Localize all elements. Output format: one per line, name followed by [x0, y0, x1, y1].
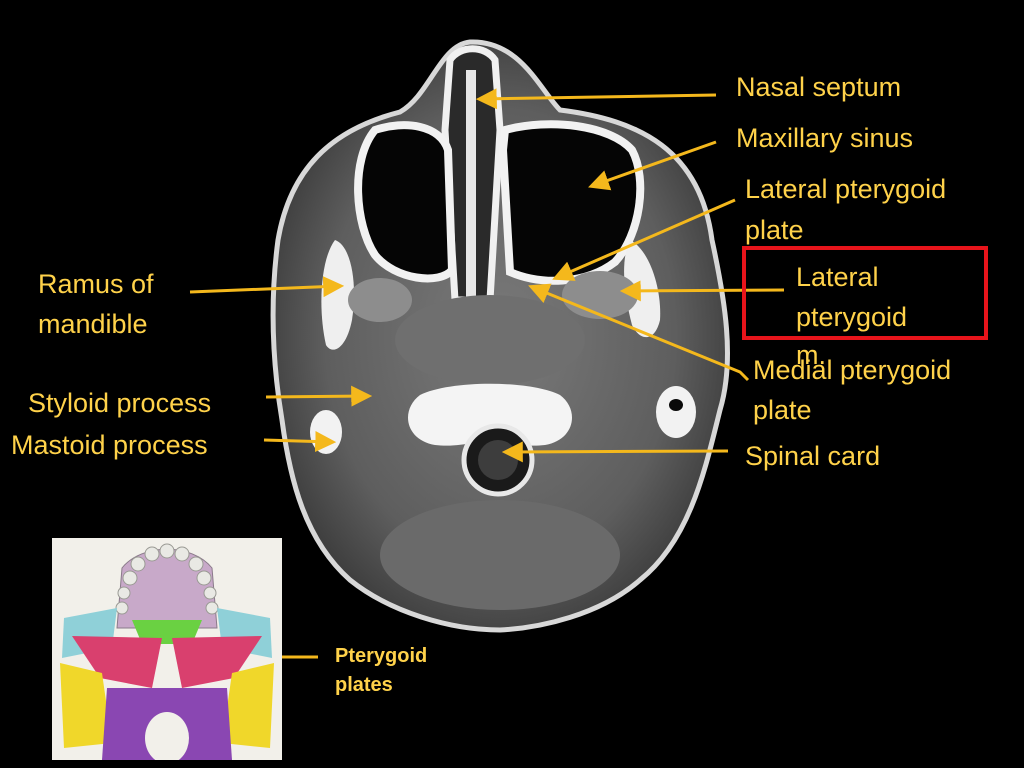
teeth — [115, 543, 219, 615]
arrow-lateral-pterygoid-plate — [552, 198, 736, 281]
mandible-ramus-right — [624, 240, 661, 338]
lateral-pterygoid-muscle-right — [562, 271, 638, 319]
label-medial-pterygoid-plate-line1: Medial pterygoid — [753, 355, 952, 385]
label-lateral-pterygoid-m-line3: m. — [796, 340, 826, 370]
posterior-fossa — [380, 500, 620, 610]
label-medial-pterygoid-plate-line2: plate — [753, 395, 812, 425]
mastoid-right — [656, 386, 696, 438]
skull-base-drawing — [60, 543, 274, 760]
temporal-left — [60, 663, 112, 748]
arrow-mastoid — [263, 431, 337, 453]
label-lateral-pterygoid-m-line1: Lateral — [796, 262, 879, 292]
label-lateral-pterygoid-plate-line1: Lateral pterygoid — [745, 174, 947, 204]
leader-lines — [189, 88, 785, 668]
arrow-medial-pterygoid-plate — [528, 283, 750, 382]
label-lateral-pterygoid-plate-line2: plate — [745, 215, 804, 245]
label-pterygoid-plates-line1: Pterygoid — [335, 645, 428, 667]
nasal-septum-shape — [466, 70, 476, 300]
arrow-ramus — [189, 276, 345, 298]
arrow-nasal-septum — [475, 88, 717, 110]
spinal-cord-shape — [478, 440, 518, 480]
temporal-right — [222, 663, 274, 748]
mastoid-left — [310, 410, 342, 454]
arrow-spinal-card — [501, 441, 729, 463]
skull-base-illustration — [52, 538, 282, 760]
label-ramus-line2: mandible — [38, 309, 148, 339]
sphenoid-left — [72, 636, 162, 688]
label-pterygoid-plates-line2: plates — [335, 674, 393, 696]
arrow-lateral-pterygoid-m — [619, 280, 785, 302]
label-lateral-pterygoid-m-line2: pterygoid — [796, 302, 908, 332]
maxillary-sinus-left — [354, 121, 457, 283]
foramen-magnum — [145, 712, 189, 760]
arrow-styloid — [265, 385, 373, 407]
label-maxillary-sinus: Maxillary sinus — [736, 123, 914, 153]
vertebra — [408, 383, 572, 446]
maxillary-sinus-right — [498, 120, 645, 285]
label-styloid-process: Styloid process — [28, 388, 212, 418]
sphenoid-right — [172, 636, 262, 688]
label-spinal-card: Spinal card — [745, 441, 881, 471]
arrow-maxillary-sinus — [588, 140, 717, 191]
label-ramus-line1: Ramus of — [38, 269, 154, 299]
label-nasal-septum: Nasal septum — [736, 72, 902, 102]
nasopharynx-soft-tissue — [395, 295, 585, 385]
highlight-box — [742, 246, 988, 340]
label-mastoid-process: Mastoid process — [11, 430, 208, 460]
lateral-pterygoid-muscle-left — [348, 278, 412, 322]
